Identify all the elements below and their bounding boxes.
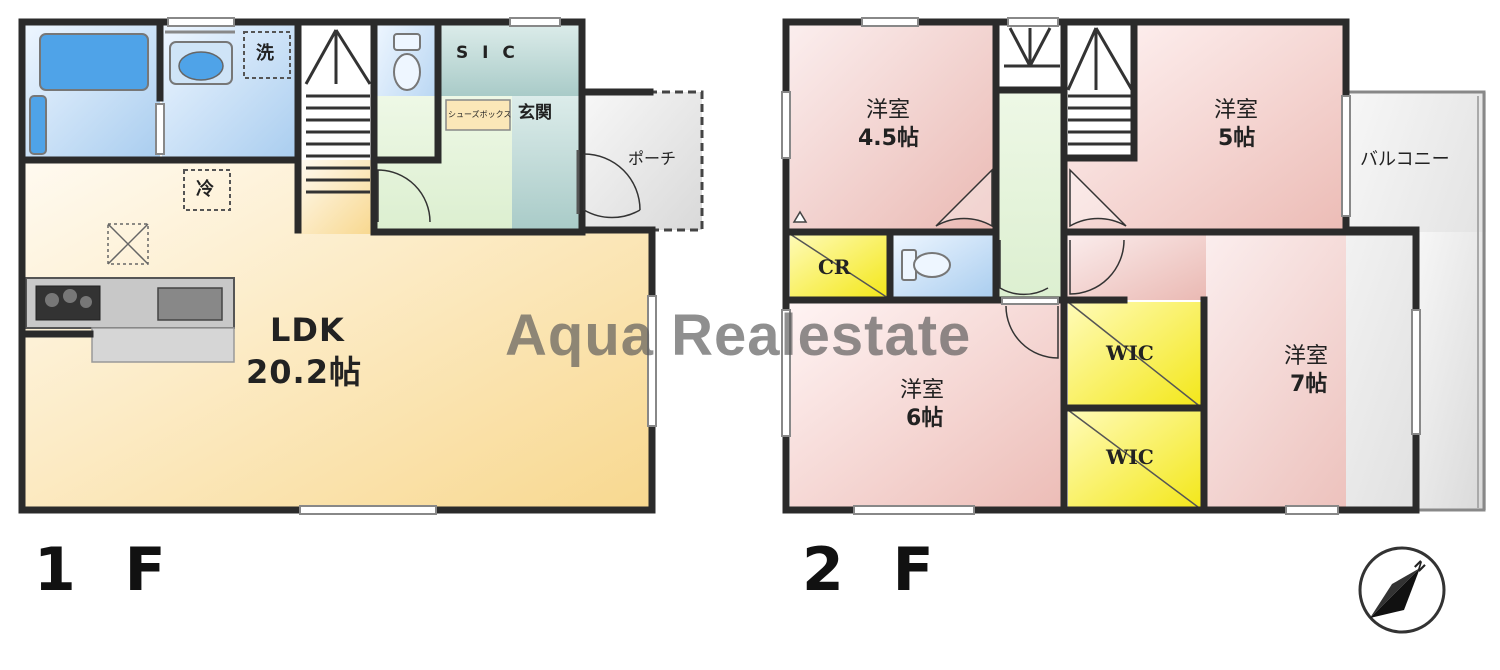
cr-marker-icon	[792, 210, 808, 223]
stairs-2f-icon	[1004, 27, 1134, 146]
first-floor-walls	[18, 18, 656, 514]
second-floor-label: 2 F	[802, 535, 948, 605]
sic-label: S I C	[456, 43, 519, 63]
ldk-size-label: 20.2帖	[246, 353, 362, 391]
porch-label: ポーチ	[628, 149, 677, 168]
first-floor-windows	[155, 17, 657, 515]
balcony-outline	[1346, 90, 1486, 512]
stairs-1f-icon	[304, 29, 372, 194]
bathtub-icon	[39, 33, 149, 91]
stairs-2f-lower-area	[1064, 24, 1134, 156]
room-b-name-label: 洋室	[1214, 98, 1259, 123]
wic-2-label: WIC	[1106, 445, 1154, 469]
shoebox	[445, 99, 511, 131]
compass-icon	[1358, 546, 1446, 634]
second-floor-doors	[935, 168, 1127, 359]
genkan-area	[512, 96, 580, 230]
sic-area	[440, 24, 580, 96]
room-c-name-label: 洋室	[900, 378, 945, 403]
room-d-name-label: 洋室	[1284, 344, 1329, 369]
wic-1-label: WIC	[1106, 341, 1154, 365]
fridge-label: 冷	[196, 179, 214, 200]
kitchen-counter	[25, 277, 235, 363]
first-floor-label: 1 F	[34, 535, 180, 605]
room-d-upper-area	[1066, 232, 1206, 300]
room-b-size-label: 5帖	[1218, 126, 1256, 151]
watermark: Aqua Realestate	[505, 303, 972, 368]
second-floor-windows	[781, 17, 1421, 515]
washer-space-icon	[243, 31, 291, 79]
cr-label: CR	[818, 255, 851, 279]
toilet-icon	[393, 33, 421, 91]
room-a-area	[790, 24, 996, 230]
genkan-label: 玄関	[518, 103, 552, 123]
porch-area	[584, 92, 702, 230]
shoebox-label: シューズボックス	[448, 110, 512, 119]
first-floor-doors	[377, 150, 641, 223]
laundry-label: 洗	[256, 43, 274, 64]
room-a-size-label: 4.5帖	[858, 126, 919, 151]
hall-2f-area	[998, 90, 1062, 302]
room-d-size-label: 7帖	[1290, 372, 1328, 397]
first-floor-plan	[18, 17, 704, 515]
ldk-name-label: LDK	[270, 311, 345, 349]
room-c-size-label: 6帖	[906, 406, 944, 431]
ldk-upper-area	[300, 160, 372, 234]
balcony-label: バルコニー	[1360, 149, 1450, 170]
toilet-2f-icon	[901, 249, 951, 281]
fridge-space-icon	[183, 169, 231, 211]
pantry-marker-icon	[107, 223, 149, 265]
storage-diagonals	[789, 233, 1203, 511]
room-c-area	[790, 300, 1066, 510]
second-floor-plan	[781, 17, 1486, 515]
second-floor-walls	[782, 18, 1420, 514]
room-a-name-label: 洋室	[866, 98, 911, 123]
